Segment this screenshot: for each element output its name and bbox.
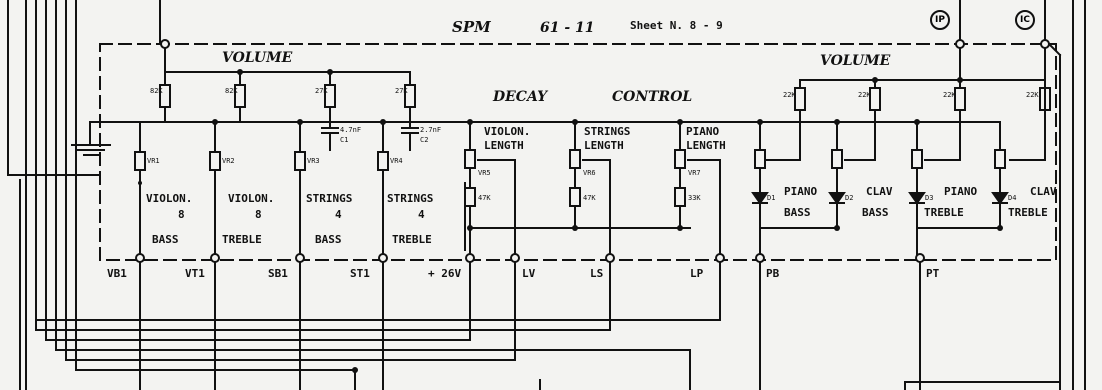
length-label-line: VIOLON.: [484, 125, 531, 138]
terminal-label: PT: [926, 267, 940, 280]
resistor-value: 82K: [150, 87, 163, 95]
pot-ref: VR7: [688, 169, 701, 177]
right-label-line: PIANO: [944, 185, 978, 198]
right-label-line: BASS: [784, 206, 811, 219]
decay-title: DECAY: [493, 89, 548, 105]
diode-ref: D3: [925, 194, 934, 202]
pot-label-line: STRINGS: [306, 192, 353, 205]
pot-ref: VR6: [583, 169, 596, 177]
diode-ref: D2: [845, 194, 854, 202]
diode-ref: D1: [767, 194, 776, 202]
length-label-line: LENGTH: [686, 139, 726, 152]
pot-label-line: 8: [178, 208, 185, 221]
right-label-line: PIANO: [784, 185, 818, 198]
resistor-value: 47K: [478, 194, 491, 202]
resistor-value: 27K: [395, 87, 408, 95]
board-number: 61 - 11: [540, 20, 595, 36]
right-label-line: CLAV: [866, 185, 893, 198]
terminal-label: SB1: [268, 267, 288, 280]
pot-ref: VR3: [307, 157, 320, 165]
board-id: SPM: [452, 18, 491, 36]
pot-ref: VR5: [478, 169, 491, 177]
resistor-value: 22K: [943, 91, 956, 99]
pot-label-line: 4: [418, 208, 425, 221]
right-label-line: TREBLE: [1008, 206, 1048, 219]
pot-label-line: BASS: [315, 233, 342, 246]
pot-ref: VR4: [390, 157, 403, 165]
length-label-line: PIANO: [686, 125, 720, 138]
board-outline: [99, 43, 1057, 261]
pot-label-line: 4: [335, 208, 342, 221]
cap-ref: C1: [340, 136, 349, 144]
pot-ref: VR1: [147, 157, 160, 165]
cap-ref: C2: [420, 136, 429, 144]
pot-label-line: BASS: [152, 233, 179, 246]
terminal-label: ST1: [350, 267, 370, 280]
cap-value: 2.7nF: [420, 126, 442, 134]
length-label-line: STRINGS: [584, 125, 631, 138]
right-label-line: BASS: [862, 206, 889, 219]
volume-right-title: VOLUME: [820, 53, 891, 69]
length-label-line: LENGTH: [584, 139, 624, 152]
resistor-value: 27K: [315, 87, 328, 95]
terminal-label: VB1: [107, 267, 127, 280]
pot-ref: VR2: [222, 157, 235, 165]
connector-ic: IC: [1015, 10, 1035, 30]
pot-label-line: STRINGS: [387, 192, 434, 205]
resistor-value: 22K: [858, 91, 871, 99]
resistor-value: 22K: [1026, 91, 1039, 99]
connector-ip: IP: [930, 10, 950, 30]
terminal-label: LS: [590, 267, 604, 280]
sheet-number: Sheet N. 8 - 9: [630, 19, 723, 32]
pot-label-line: VIOLON.: [228, 192, 275, 205]
control-title: CONTROL: [612, 89, 693, 105]
cap-value: 4.7nF: [340, 126, 362, 134]
diode-ref: D4: [1008, 194, 1017, 202]
pot-label-line: 8: [255, 208, 262, 221]
volume-left-title: VOLUME: [222, 50, 293, 66]
terminal-label: LP: [690, 267, 704, 280]
resistor-value: 22K: [783, 91, 796, 99]
pot-label-line: VIOLON.: [146, 192, 193, 205]
right-label-line: CLAV: [1030, 185, 1057, 198]
terminal-label: LV: [522, 267, 536, 280]
terminal-label: + 26V: [428, 267, 462, 280]
resistor-value: 82K: [225, 87, 238, 95]
terminal-label: VT1: [185, 267, 205, 280]
resistor-value: 47K: [583, 194, 596, 202]
resistor-value: 33K: [688, 194, 701, 202]
right-label-line: TREBLE: [924, 206, 964, 219]
pot-label-line: TREBLE: [392, 233, 432, 246]
length-label-line: LENGTH: [484, 139, 524, 152]
terminal-label: PB: [766, 267, 780, 280]
pot-label-line: TREBLE: [222, 233, 262, 246]
